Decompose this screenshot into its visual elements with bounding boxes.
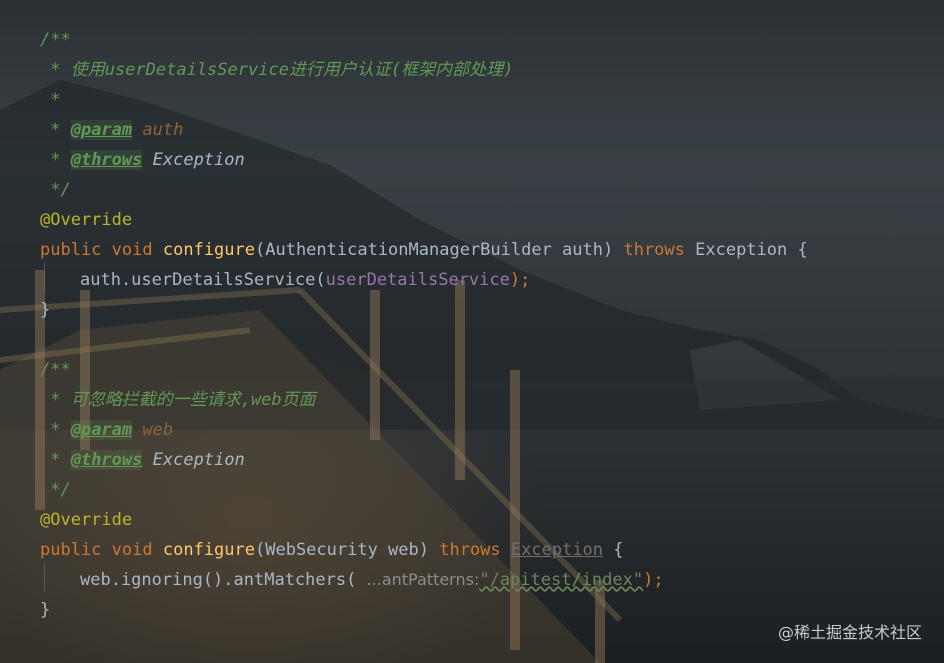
- space: [101, 240, 111, 260]
- open-brace: {: [603, 540, 624, 560]
- param-tag: @param: [70, 120, 133, 140]
- param-space: [132, 420, 142, 440]
- statement-end: );: [643, 570, 664, 590]
- statement-end: );: [509, 270, 531, 290]
- override-annotation: @Override: [40, 210, 133, 230]
- space: [101, 540, 111, 560]
- throws-tag: @throws: [70, 450, 143, 470]
- throws-exception: Exception: [152, 450, 245, 470]
- field-reference: userDetailsService: [325, 270, 510, 290]
- javadoc-throws-line: * @throws Exception: [40, 145, 245, 175]
- keyword-public: public: [40, 540, 102, 560]
- method-name: configure: [162, 240, 255, 260]
- keyword-throws: throws: [623, 240, 685, 260]
- method-body-line: web.ignoring().antMatchers( ...antPatter…: [80, 565, 664, 595]
- method-params: (AuthenticationManagerBuilder auth): [255, 240, 624, 260]
- comment-prefix: *: [40, 450, 71, 470]
- method-signature: public void configure(WebSecurity web) t…: [40, 535, 624, 565]
- keyword-void: void: [111, 540, 153, 560]
- javadoc-open: /**: [40, 30, 71, 50]
- exception-type: Exception: [510, 540, 604, 560]
- method-params: (WebSecurity web): [255, 540, 440, 560]
- watermark-label: @稀土掘金技术社区: [777, 623, 922, 642]
- method-name: configure: [162, 540, 255, 560]
- throws-space: [142, 150, 152, 170]
- comment-prefix: *: [40, 120, 71, 140]
- throws-exception: Exception: [152, 150, 245, 170]
- call-expression: auth.userDetailsService(: [80, 270, 326, 290]
- keyword-throws: throws: [439, 540, 501, 560]
- override-annotation: @Override: [40, 510, 133, 530]
- javadoc-throws-line: * @throws Exception: [40, 445, 245, 475]
- param-name: auth: [142, 120, 184, 140]
- method-body-line: auth.userDetailsService(userDetailsServi…: [80, 265, 530, 295]
- javadoc-close: */: [40, 480, 71, 500]
- param-name: web: [142, 420, 174, 440]
- javadoc-description: * 可忽略拦截的一些请求,web页面: [40, 390, 316, 410]
- javadoc-description: * 使用userDetailsService进行用户认证(框架内部处理): [40, 60, 514, 80]
- parameter-hint: ...antPatterns:: [366, 570, 480, 589]
- throws-tag: @throws: [70, 150, 143, 170]
- comment-prefix: *: [40, 420, 71, 440]
- indent-guide: [44, 262, 45, 292]
- javadoc-param-line: * @param auth: [40, 115, 183, 145]
- closing-brace: }: [40, 300, 51, 320]
- keyword-void: void: [111, 240, 153, 260]
- javadoc-param-line: * @param web: [40, 415, 173, 445]
- mountain-silhouette: [0, 80, 944, 430]
- space: [501, 540, 511, 560]
- comment-prefix: *: [40, 150, 71, 170]
- param-tag: @param: [70, 420, 133, 440]
- space: [153, 240, 163, 260]
- boardwalk-illustration: [0, 270, 623, 663]
- string-literal: "/apitest/index": [479, 570, 644, 590]
- closing-brace: }: [40, 600, 51, 620]
- exception-type: Exception {: [684, 240, 808, 260]
- indent-guide: [44, 562, 45, 592]
- call-expression: web.ignoring().antMatchers(: [80, 570, 367, 590]
- javadoc-close: */: [40, 180, 71, 200]
- keyword-public: public: [40, 240, 102, 260]
- space: [153, 540, 163, 560]
- method-signature: public void configure(AuthenticationMana…: [40, 235, 808, 265]
- param-name: [132, 120, 142, 140]
- javadoc-open: /**: [40, 360, 71, 380]
- throws-space: [142, 450, 152, 470]
- javadoc-empty-line: *: [40, 90, 61, 110]
